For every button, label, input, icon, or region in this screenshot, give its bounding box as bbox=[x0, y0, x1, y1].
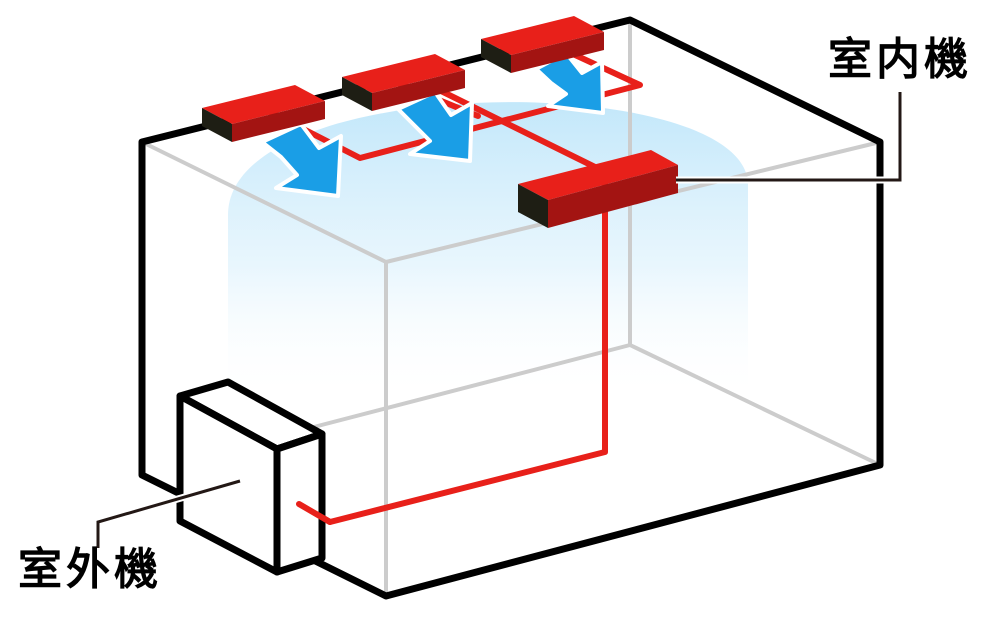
indoor-unit-4 bbox=[518, 150, 678, 228]
indoor-unit-2 bbox=[342, 54, 465, 111]
pipe-diagonal-branch bbox=[432, 85, 600, 171]
leader-line-indoor-unit bbox=[676, 92, 902, 182]
pipe-outdoor-connection bbox=[296, 501, 333, 525]
outdoor-unit-label: 室外機 bbox=[18, 544, 162, 595]
airflow-arrow-icon bbox=[534, 51, 605, 115]
indoor-unit-3 bbox=[481, 16, 604, 73]
leader-line-outdoor-unit bbox=[96, 479, 241, 548]
indoor-unit-label: 室内機 bbox=[828, 34, 972, 85]
indoor-unit-1 bbox=[202, 85, 325, 142]
airflow-arrow-icon bbox=[396, 90, 474, 163]
outdoor-unit bbox=[176, 378, 326, 576]
room-outline bbox=[138, 16, 884, 600]
airflow-arrow-icon bbox=[260, 122, 343, 198]
airflow-arrows bbox=[260, 51, 605, 198]
